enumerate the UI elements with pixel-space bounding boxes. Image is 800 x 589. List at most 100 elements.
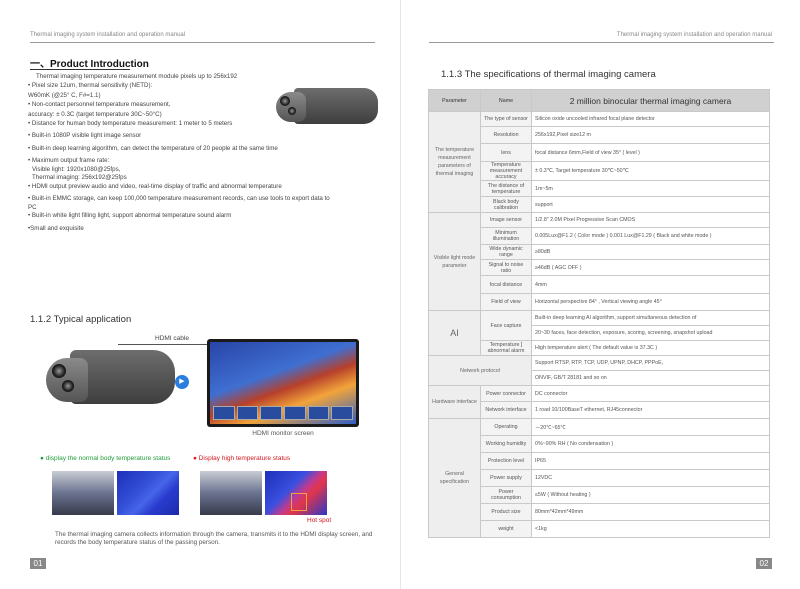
param-cell: The distance of temperature xyxy=(480,180,532,197)
param-cell: Product size xyxy=(480,503,532,521)
intro-line: W60mK (@25° C, F#=1.1) xyxy=(28,92,101,99)
value-cell: DC connector xyxy=(531,385,770,402)
intro-heading: 一、Product Introduction xyxy=(30,59,149,70)
param-cell: Minimum illumination xyxy=(480,227,532,245)
intro-line: • Built-in deep learning algorithm, can … xyxy=(28,144,278,152)
table-row: lens focal distance 6mm,Field of view 35… xyxy=(429,143,770,162)
table-row: weight <1kg xyxy=(429,520,770,538)
table-row: Black body calibration support xyxy=(429,196,770,213)
category-network: Network protocol xyxy=(428,355,532,386)
param-cell: lens xyxy=(480,143,532,162)
value-cell: 4mm xyxy=(531,275,770,294)
intro-line: • Maximum output frame rate: xyxy=(28,157,110,164)
normal-visible-image xyxy=(52,471,114,515)
intro-line: • Built-in EMMC storage, can keep 100,00… xyxy=(28,195,330,202)
typical-footer-text: The thermal imaging camera collects info… xyxy=(55,531,373,546)
value-cell: <1kg xyxy=(531,520,770,538)
category-ai: AI xyxy=(428,310,481,356)
value-cell: 256x192,Pixel size12 m xyxy=(531,126,770,144)
right-header: Thermal imaging system installation and … xyxy=(616,32,772,38)
param-cell: Resolution xyxy=(480,126,532,144)
param-cell: Image sensor xyxy=(480,212,532,228)
category-thermal: The temperature measurement parameters o… xyxy=(428,111,481,213)
col-name: Name xyxy=(480,89,532,112)
value-cell: IP65 xyxy=(531,452,770,470)
left-header-line xyxy=(30,42,375,43)
camera-image-large xyxy=(40,342,175,422)
table-row: Network protocol Support RTSP, RTP, TCP,… xyxy=(428,355,770,386)
normal-thermal-image xyxy=(117,471,179,515)
hotspot-label: Hot spot xyxy=(307,517,332,524)
intro-line: Thermal imaging: 256x192@25fps xyxy=(32,174,127,181)
table-row: Wide dynamic range ≥80dB xyxy=(429,244,770,260)
value-cell: ≤5W ( Without heating ) xyxy=(531,486,770,504)
value-cell: High temperature alert ( The default val… xyxy=(531,340,770,356)
table-row: Power supply 12VDC xyxy=(429,469,770,487)
table-row: Hardware interface Power connector DC co… xyxy=(428,385,770,419)
table-row: AI Face capture Built-in deep learning A… xyxy=(428,310,770,356)
value-cell: 12VDC xyxy=(531,469,770,487)
intro-line: accuracy: ± 0.3C (target temperature 30C… xyxy=(28,111,162,118)
value-cell: 0%~90% RH ( No condensation ) xyxy=(531,435,770,453)
play-icon: ▶ xyxy=(175,375,189,389)
col-parameter: Parameter xyxy=(428,89,481,112)
param-cell: Power supply xyxy=(480,469,532,487)
intro-line: PC xyxy=(28,203,37,211)
camera-image-small xyxy=(270,78,378,138)
value-cell: －20℃~65℃ xyxy=(531,418,770,436)
page-number-right: 02 xyxy=(756,558,772,569)
param-cell: The type of sensor xyxy=(480,111,532,127)
category-hardware: Hardware interface xyxy=(428,385,481,419)
value-cell: Silicon oxide uncooled infrared focal pl… xyxy=(531,111,770,127)
intro-text: Thermal imaging temperature measurement … xyxy=(28,73,378,233)
spec-header-row: Parameter Name 2 million binocular therm… xyxy=(428,89,770,112)
status-high-label: ● Display high temperature status xyxy=(193,455,291,462)
category-visible: Visible light mode parameter xyxy=(428,212,481,311)
value-cell: 0.005Lux@F1.2 ( Color mode ) 0.001 Lux@F… xyxy=(531,227,770,245)
intro-heading-underline xyxy=(30,69,130,70)
status-normal-label: ● display the normal body temperature st… xyxy=(40,455,171,462)
param-cell: Working humidity xyxy=(480,435,532,453)
value-cell: Built-in deep learning AI algorithm, sup… xyxy=(531,310,770,326)
table-row: Product size 80mm*42mm*49mm xyxy=(429,503,770,521)
param-cell: Wide dynamic range xyxy=(480,244,532,260)
product-name: 2 million binocular thermal imaging came… xyxy=(531,89,770,112)
param-cell: Face capture xyxy=(480,310,532,341)
table-row: Protection level IP65 xyxy=(429,452,770,470)
table-row: Working humidity 0%~90% RH ( No condensa… xyxy=(429,435,770,453)
table-row: Temperature ] abnormal alarm High temper… xyxy=(429,340,770,356)
page-number-left: 01 xyxy=(30,558,46,569)
hdmi-cable-label: HDMI cable xyxy=(155,335,189,342)
param-cell: Temperature ] abnormal alarm xyxy=(480,340,532,356)
table-row: Power consumption ≤5W ( Without heating … xyxy=(429,486,770,504)
intro-line: • Built-in white light filling light, su… xyxy=(28,212,232,219)
intro-line: Visible light: 1920x1080@25fps, xyxy=(32,165,121,173)
spec-table: Parameter Name 2 million binocular therm… xyxy=(428,89,770,538)
intro-line: • Distance for human body temperature me… xyxy=(28,119,233,127)
high-visible-image xyxy=(200,471,262,515)
table-row: focal distance 4mm xyxy=(429,275,770,294)
param-cell: Signal to noise ratio xyxy=(480,259,532,276)
intro-line: Thermal imaging temperature measurement … xyxy=(36,73,238,80)
right-header-line xyxy=(429,42,774,43)
value-cell: 1/2.8" 2.0M Pixel Progressive Scan CMOS xyxy=(531,212,770,228)
value-cell: support xyxy=(531,196,770,213)
spec-heading: 1.1.3 The specifications of thermal imag… xyxy=(441,69,656,80)
intro-line: • Non-contact personnel temperature meas… xyxy=(28,100,171,108)
value-cell: ± 0.3℃, Target temperature 30℃~50℃ xyxy=(531,161,770,181)
intro-line: • Pixel size 12um, thermal sensitivity (… xyxy=(28,81,153,89)
value-cell: 1 road 10/100BaseT ethernet, RJ45connect… xyxy=(531,401,770,419)
param-cell: Temperature measurement accuracy xyxy=(480,161,532,181)
param-cell: Network interface xyxy=(480,401,532,419)
value-cell: Horizontal perspective 84° , Vertical vi… xyxy=(531,293,770,311)
table-row: The temperature measurement parameters o… xyxy=(428,111,770,213)
intro-line: • HDMI output preview audio and video, r… xyxy=(28,182,282,190)
table-row: Signal to noise ratio ≥46dB ( AGC OFF ) xyxy=(429,259,770,276)
param-cell: focal distance xyxy=(480,275,532,294)
monitor-caption: HDMI monitor screen xyxy=(252,430,314,437)
value-cell: focal distance 6mm,Field of view 35° ( l… xyxy=(531,143,770,162)
value-cell: 20~30 faces, face detection, exposure, s… xyxy=(531,325,770,341)
value-cell: ONVIF, GB/T 28181 and so on xyxy=(531,370,770,386)
param-cell: Operating xyxy=(480,418,532,436)
typical-heading: 1.1.2 Typical application xyxy=(30,314,132,325)
